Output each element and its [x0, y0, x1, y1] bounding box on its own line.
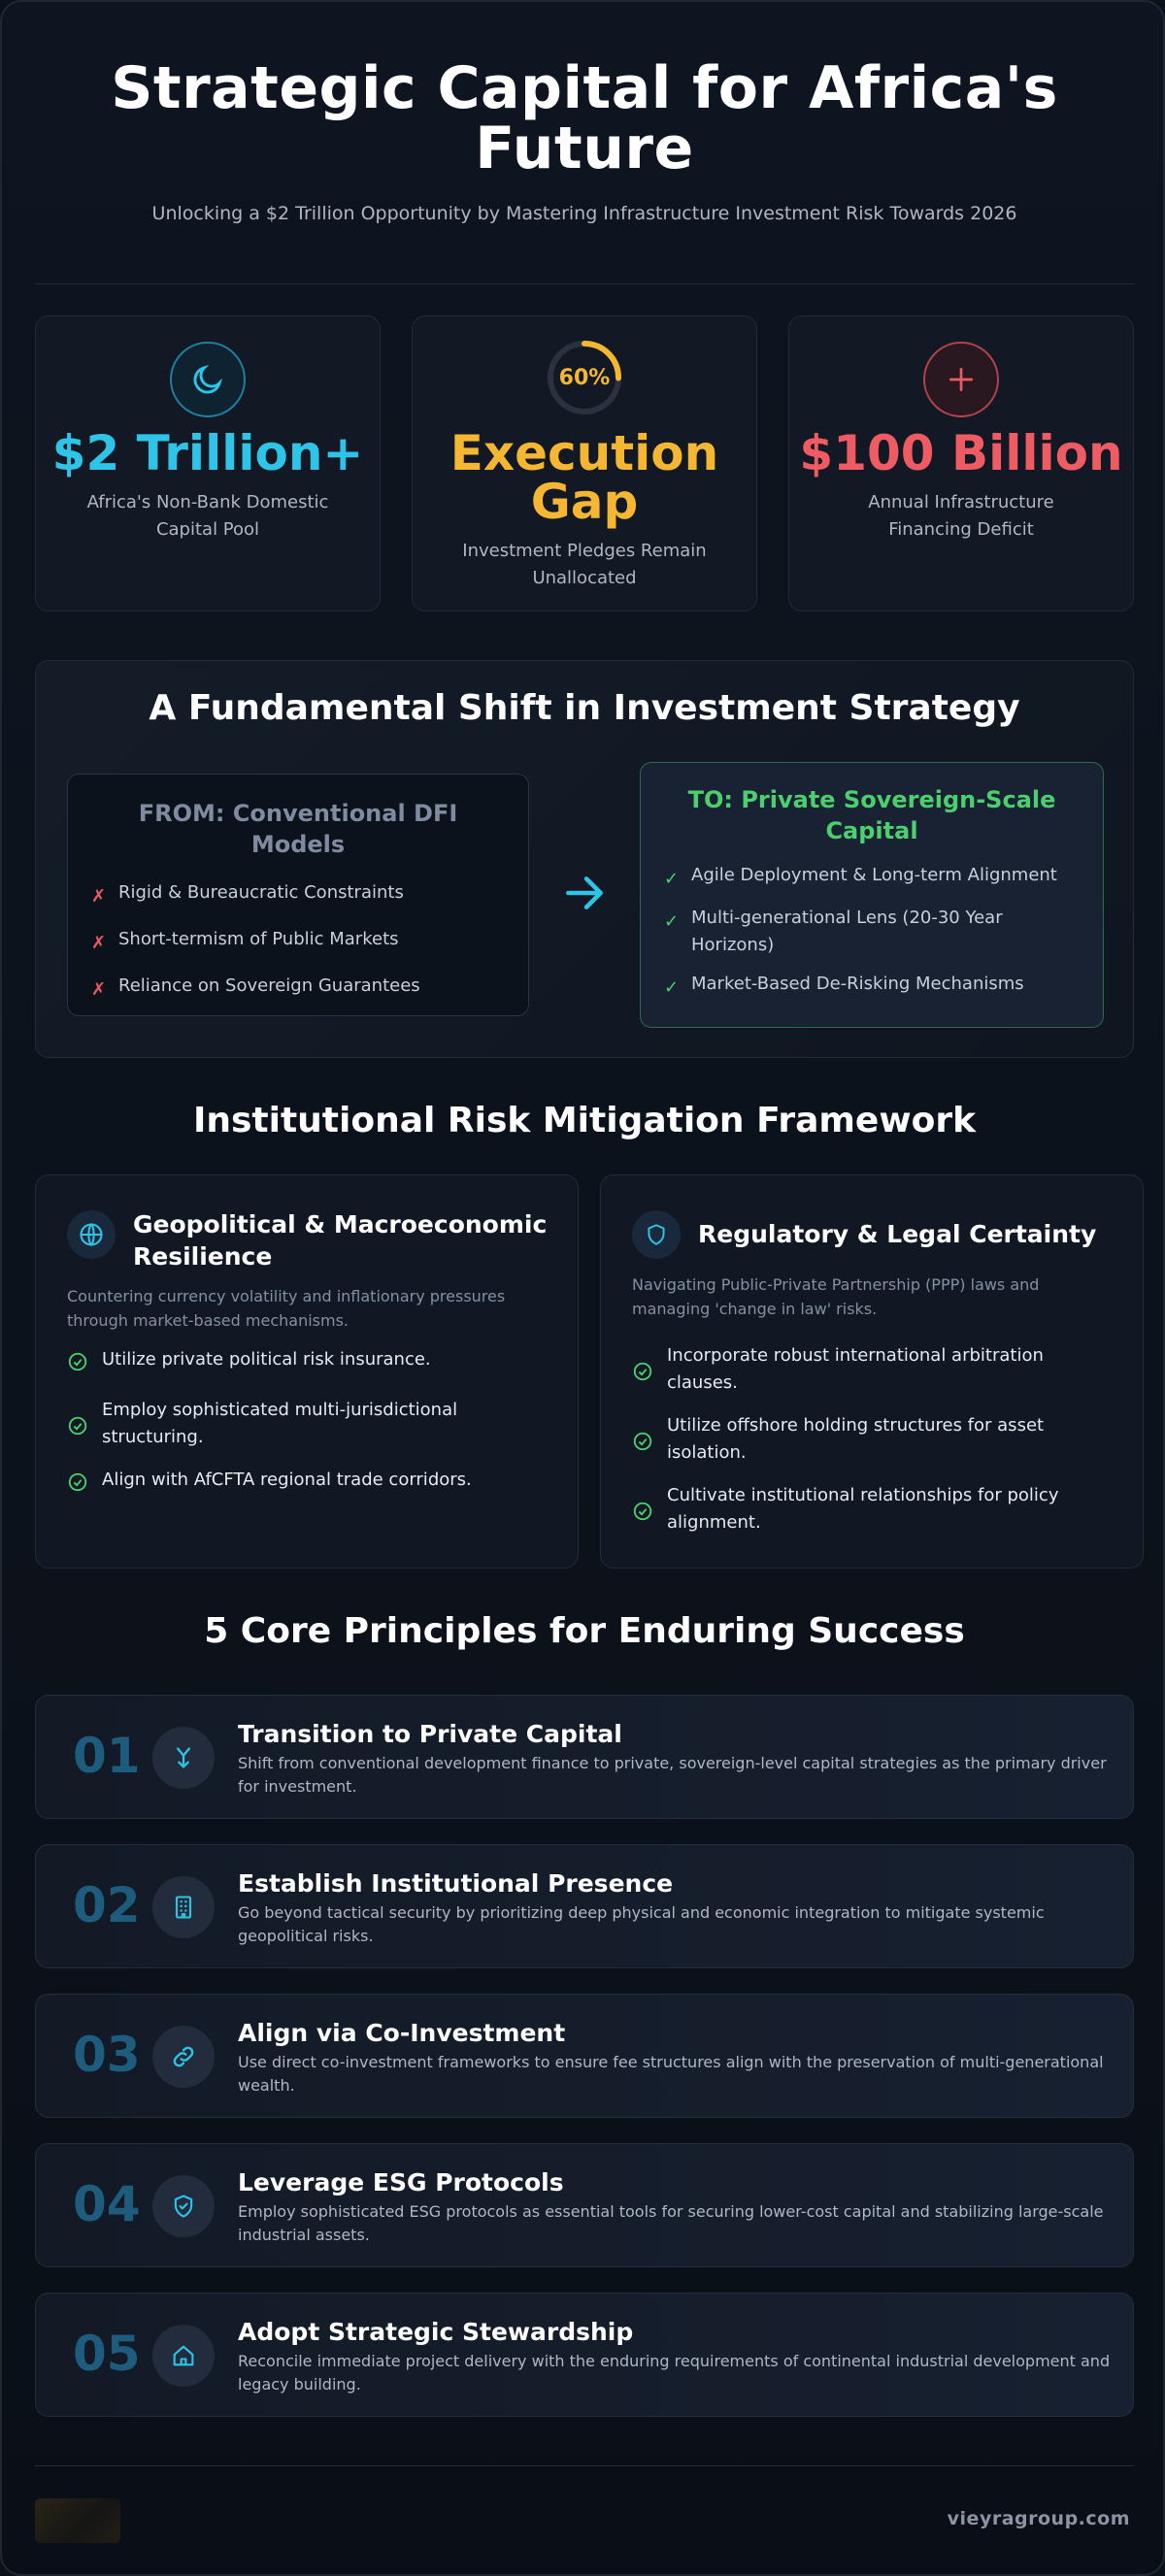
- risk-card-geopolitical: Geopolitical & Macroeconomic Resilience …: [35, 1174, 579, 1569]
- footer-divider: [35, 2465, 1134, 2466]
- principle-description: Go beyond tactical security by prioritiz…: [238, 1903, 1045, 1945]
- from-title: FROM: Conventional DFI Models: [138, 800, 458, 858]
- risk-card-title: Geopolitical & Macroeconomic Resilience: [133, 1210, 548, 1271]
- risk-item: Align with AfCFTA regional trade corrido…: [67, 1467, 552, 1502]
- principle-description: Reconcile immediate project delivery wit…: [238, 2352, 1111, 2394]
- check-circle-icon: [632, 1342, 667, 1391]
- footer-website[interactable]: vieyragroup.com: [947, 2508, 1130, 2529]
- principle-number: 05: [73, 2326, 141, 2382]
- principle-number: 01: [73, 1728, 141, 1784]
- page-title: Strategic Capital for Africa's Future: [111, 54, 1058, 182]
- principle-title: Leverage ESG Protocols: [238, 2168, 564, 2196]
- risk-item: Utilize private political risk insurance…: [67, 1346, 552, 1381]
- check-circle-icon: [632, 1482, 667, 1531]
- header: Strategic Capital for Africa's Future Un…: [35, 58, 1134, 227]
- x-mark-icon: ✗: [91, 979, 107, 1000]
- check-circle-icon: [67, 1467, 102, 1502]
- progress-ring: 60%: [547, 340, 622, 415]
- x-mark-icon: ✗: [91, 933, 107, 953]
- stat-card-financing-deficit: $100 Billion Annual Infrastructure Finan…: [788, 315, 1134, 611]
- stat-value: $100 Billion: [799, 425, 1123, 481]
- ring-percent-text: 60%: [558, 365, 611, 390]
- principle-description: Use direct co-investment frameworks to e…: [238, 2053, 1104, 2095]
- header-divider: [35, 283, 1134, 284]
- stat-label: Africa's Non-Bank Domestic Capital Pool: [86, 492, 329, 540]
- check-circle-icon: [67, 1346, 102, 1381]
- x-mark-icon: ✗: [91, 886, 107, 907]
- section-title: Institutional Risk Mitigation Framework: [192, 1101, 977, 1140]
- stat-card-execution-gap: 60% Execution Gap Investment Pledges Rem…: [412, 315, 757, 611]
- stat-card-capital-pool: $2 Trillion+ Africa's Non-Bank Domestic …: [35, 315, 381, 611]
- shield-icon: [632, 1210, 681, 1259]
- building-icon: [152, 1876, 215, 1938]
- risk-item: Incorporate robust international arbitra…: [632, 1342, 1117, 1397]
- risk-item: Utilize offshore holding structures for …: [632, 1412, 1117, 1467]
- stat-value: $2 Trillion+: [51, 425, 364, 481]
- to-box: TO: Private Sovereign-Scale Capital ✓Agi…: [640, 762, 1104, 1028]
- principle-number: 02: [73, 1877, 141, 1933]
- stat-label: Investment Pledges Remain Unallocated: [462, 541, 707, 588]
- check-icon: ✓: [664, 977, 680, 998]
- arrow-right-icon: [560, 869, 609, 921]
- principle-description: Employ sophisticated ESG protocols as es…: [238, 2202, 1104, 2244]
- to-item: ✓Multi-generational Lens (20-30 Year Hor…: [664, 905, 1080, 959]
- to-item: ✓Market-Based De-Risking Mechanisms: [664, 971, 1080, 1002]
- principle-card-04: 04 Leverage ESG Protocols Employ sophist…: [35, 2143, 1134, 2267]
- shield-check-icon: [152, 2175, 215, 2237]
- principle-card-05: 05 Adopt Strategic Stewardship Reconcile…: [35, 2293, 1134, 2417]
- section-title: A Fundamental Shift in Investment Strate…: [149, 688, 1020, 728]
- merge-arrows-icon: [152, 1727, 215, 1789]
- principle-card-01: 01 Transition to Private Capital Shift f…: [35, 1695, 1134, 1819]
- link-icon: [152, 2026, 215, 2088]
- risk-card-title: Regulatory & Legal Certainty: [698, 1220, 1097, 1248]
- from-item: ✗Short-termism of Public Markets: [91, 926, 505, 957]
- to-item: ✓Agile Deployment & Long-term Alignment: [664, 862, 1080, 893]
- principle-card-02: 02 Establish Institutional Presence Go b…: [35, 1844, 1134, 1968]
- from-box: FROM: Conventional DFI Models ✗Rigid & B…: [67, 774, 529, 1016]
- moon-icon: [170, 342, 246, 417]
- principle-title: Align via Co-Investment: [238, 2019, 566, 2047]
- to-title: TO: Private Sovereign-Scale Capital: [687, 786, 1056, 844]
- risk-card-description: Navigating Public-Private Partnership (P…: [632, 1275, 1040, 1318]
- strategy-shift-section: A Fundamental Shift in Investment Strate…: [35, 660, 1134, 1058]
- principle-title: Adopt Strategic Stewardship: [238, 2318, 634, 2346]
- globe-icon: [67, 1210, 116, 1259]
- risk-card-description: Countering currency volatility and infla…: [67, 1287, 506, 1330]
- page-subtitle: Unlocking a $2 Trillion Opportunity by M…: [151, 203, 1017, 224]
- home-icon: [152, 2325, 215, 2387]
- risk-item: Employ sophisticated multi-jurisdictiona…: [67, 1397, 552, 1451]
- check-circle-icon: [67, 1397, 102, 1445]
- stat-value: Execution Gap: [449, 425, 719, 530]
- principle-title: Transition to Private Capital: [238, 1720, 622, 1748]
- from-item: ✗Reliance on Sovereign Guarantees: [91, 973, 505, 1004]
- check-circle-icon: [632, 1412, 667, 1461]
- principle-description: Shift from conventional development fina…: [238, 1754, 1107, 1796]
- stat-label: Annual Infrastructure Financing Deficit: [868, 492, 1054, 540]
- risk-item: Cultivate institutional relationships fo…: [632, 1482, 1117, 1536]
- section-title: 5 Core Principles for Enduring Success: [204, 1611, 965, 1651]
- principle-title: Establish Institutional Presence: [238, 1869, 674, 1898]
- risk-card-regulatory: Regulatory & Legal Certainty Navigating …: [600, 1174, 1144, 1569]
- check-icon: ✓: [664, 911, 680, 932]
- principle-number: 03: [73, 2027, 141, 2083]
- plus-icon: [923, 342, 999, 417]
- from-item: ✗Rigid & Bureaucratic Constraints: [91, 879, 505, 910]
- principle-number: 04: [73, 2176, 141, 2232]
- principle-card-03: 03 Align via Co-Investment Use direct co…: [35, 1994, 1134, 2118]
- check-icon: ✓: [664, 869, 680, 889]
- company-logo: [35, 2498, 120, 2543]
